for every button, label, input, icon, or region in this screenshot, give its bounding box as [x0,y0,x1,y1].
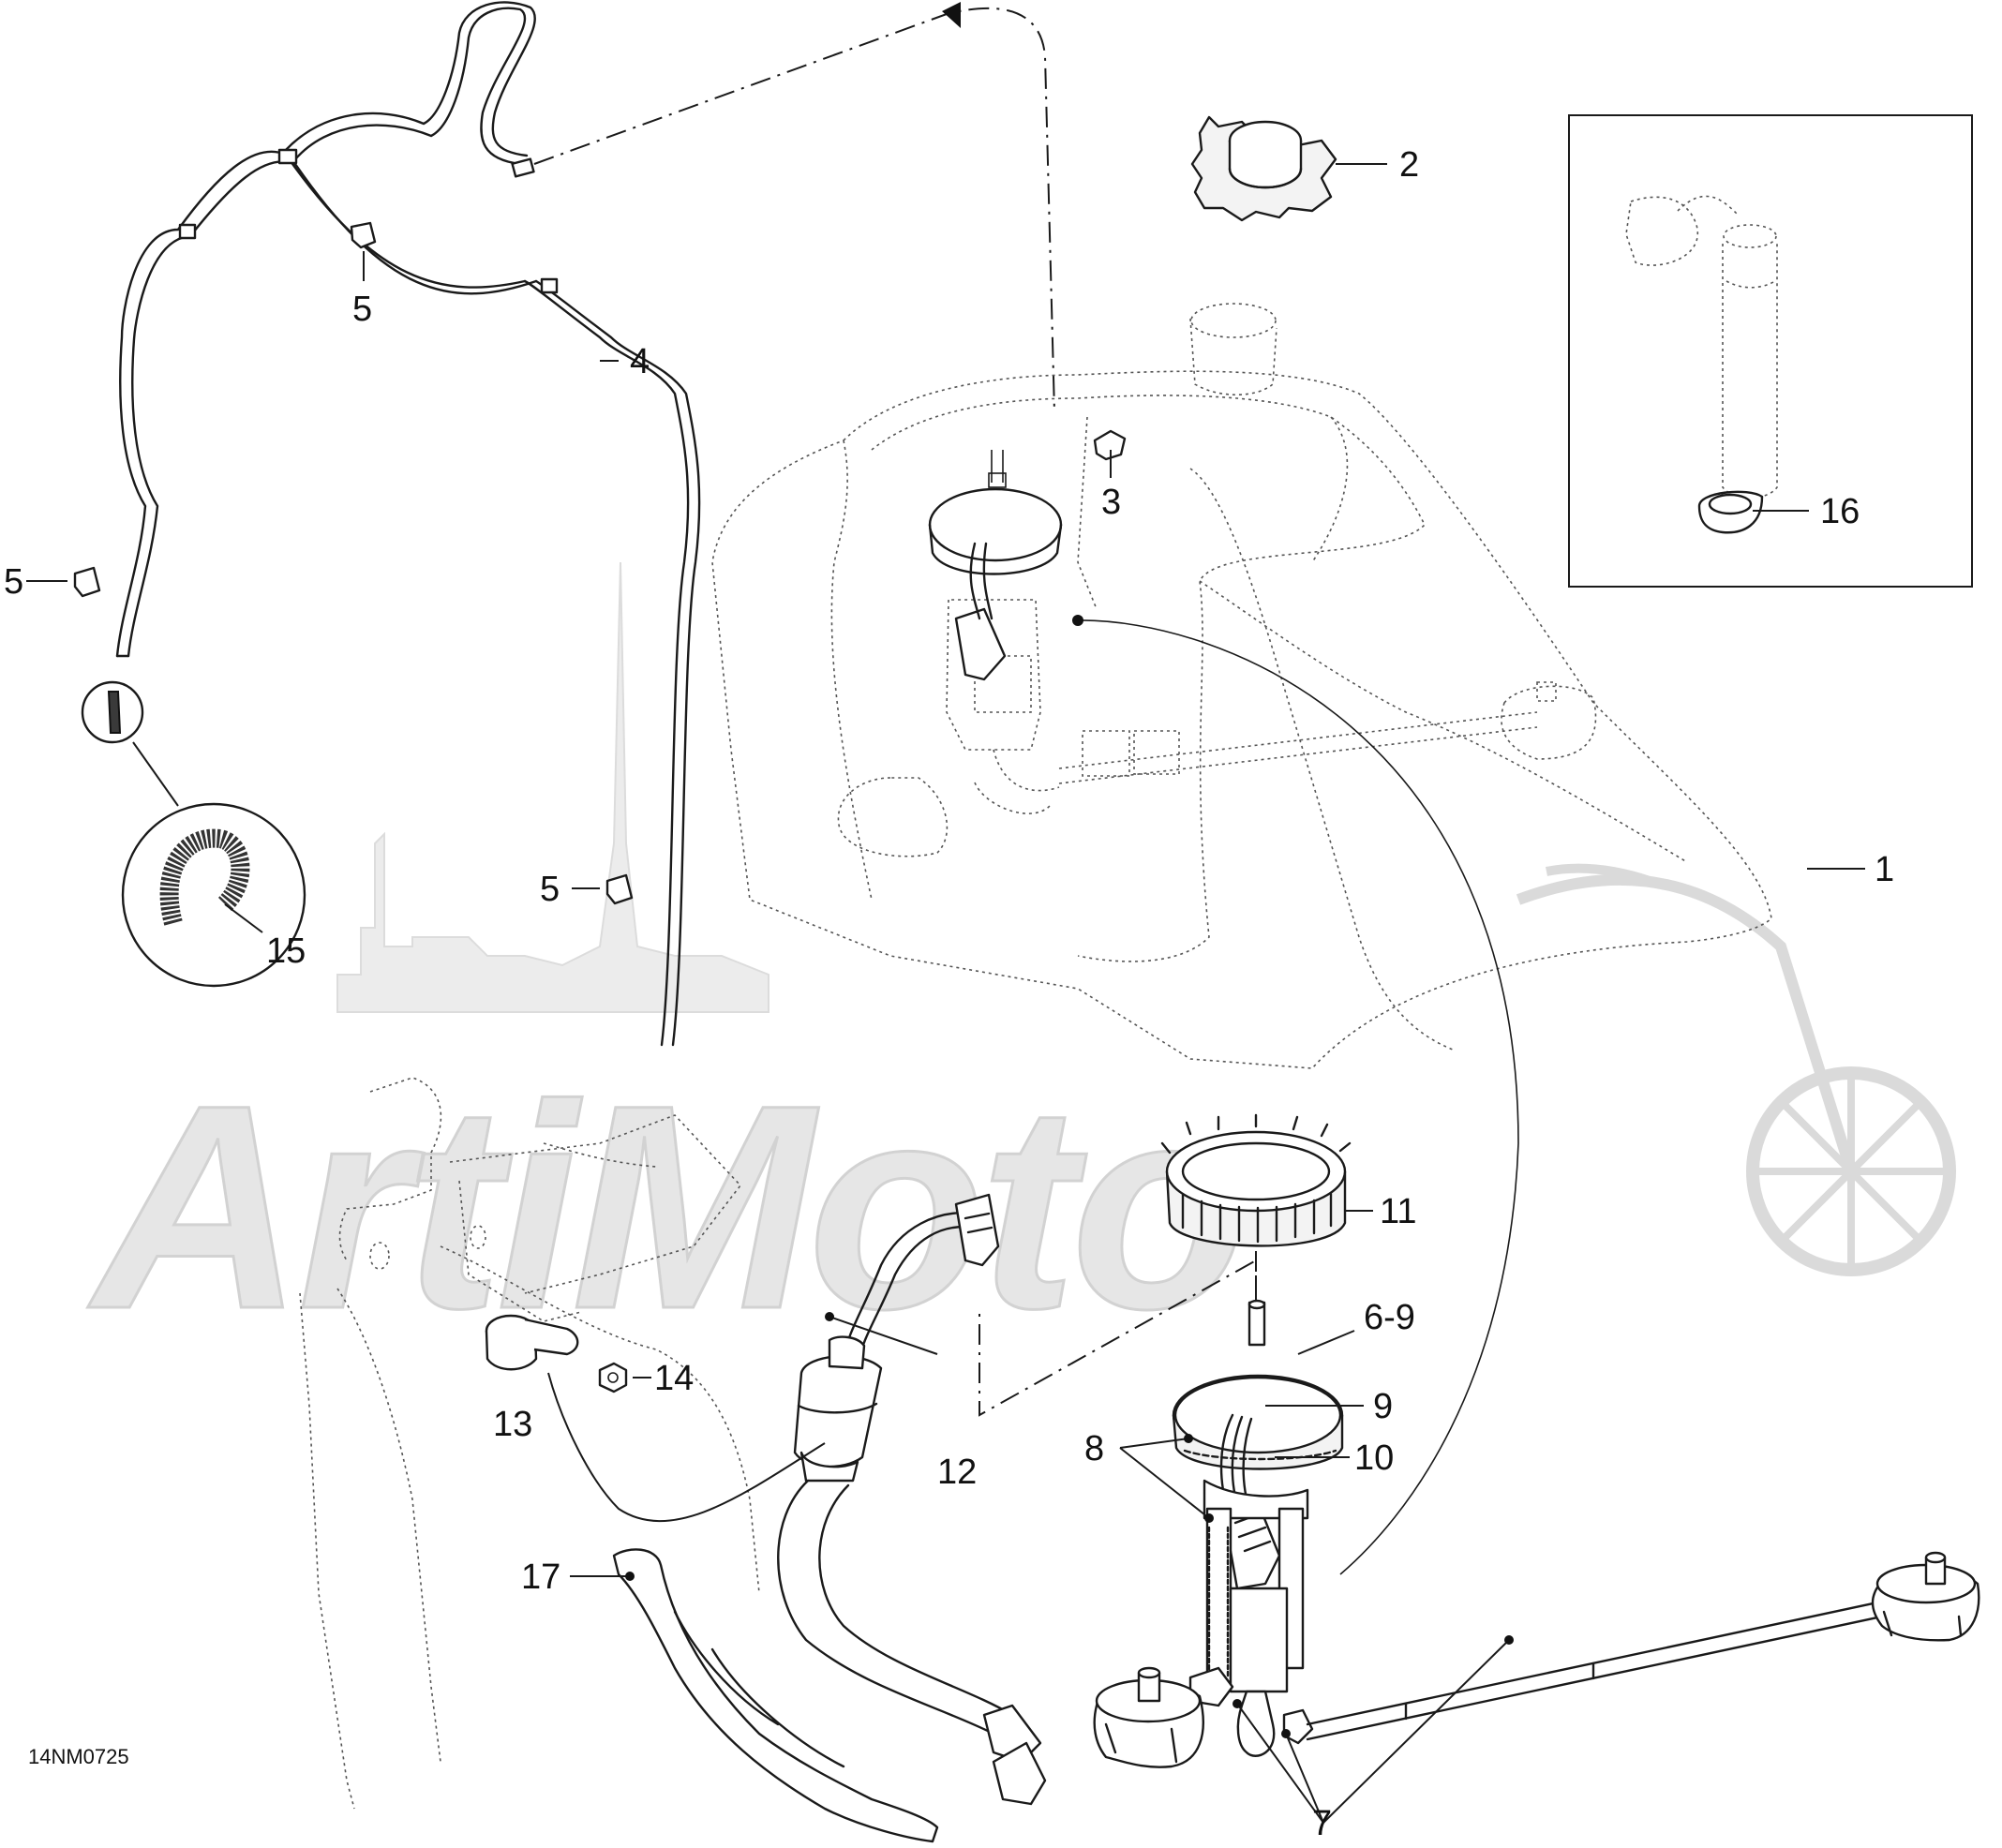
callout-16: 16 [1820,492,1860,531]
callout-2: 2 [1399,145,1419,185]
drain-hose-17 [612,1548,939,1843]
callout-4: 4 [630,342,650,381]
callout-8: 8 [1084,1429,1104,1468]
callout-7: 7 [1312,1804,1332,1843]
guide-dot [1072,615,1083,626]
callout-14: 14 [654,1359,694,1398]
callout-12: 12 [937,1453,977,1492]
callout-3: 3 [1101,483,1121,522]
callout-13: 13 [493,1405,532,1444]
drawing-code: 14NM0725 [28,1745,129,1768]
callout-11: 11 [1380,1192,1416,1231]
fuel-tank [711,303,1772,1575]
clamp-13 [485,1314,826,1523]
detail-circle-spring [81,680,306,988]
clip-5-mid [605,873,634,905]
clip-5-left [73,566,101,598]
fuel-hose [777,1193,1047,1806]
leader-lines [26,163,1865,1824]
callout-17: 17 [521,1557,560,1597]
inset-box-sensor [1568,114,1973,588]
callout-6-9: 6-9 [1364,1298,1415,1337]
routing-line-connector [979,1251,1257,1417]
nut-14 [598,1362,628,1393]
callout-5-mid: 5 [540,870,560,909]
callout-labels: 1 2 3 4 5 5 5 6-9 7 8 9 10 11 12 13 14 1… [4,145,1894,1843]
watermark-castle-silhouette [336,561,769,1013]
fuel-pump-assembly [1093,1299,1980,1768]
callout-15: 15 [266,931,306,971]
frame-bracket [299,1077,760,1810]
spring-icon [159,828,250,926]
callout-1: 1 [1875,850,1894,889]
fuel-cap [1190,115,1337,222]
callout-5-left: 5 [4,562,23,602]
vent-hose [115,1,701,1047]
routing-arrow [942,2,961,28]
watermark-motorcycle-wheel [1516,863,1956,1276]
in-tank-pump [837,450,1597,857]
callout-5-top: 5 [352,290,372,329]
callout-9: 9 [1373,1387,1393,1426]
watermark: ArtiMoto [83,561,1956,1371]
clip-5-top [350,221,377,281]
routing-line-vent [533,7,1055,413]
callout-10: 10 [1354,1438,1394,1478]
locking-ring [1160,1113,1352,1247]
watermark-text: ArtiMoto [84,1044,1243,1369]
guide-arc [1077,619,1519,1575]
